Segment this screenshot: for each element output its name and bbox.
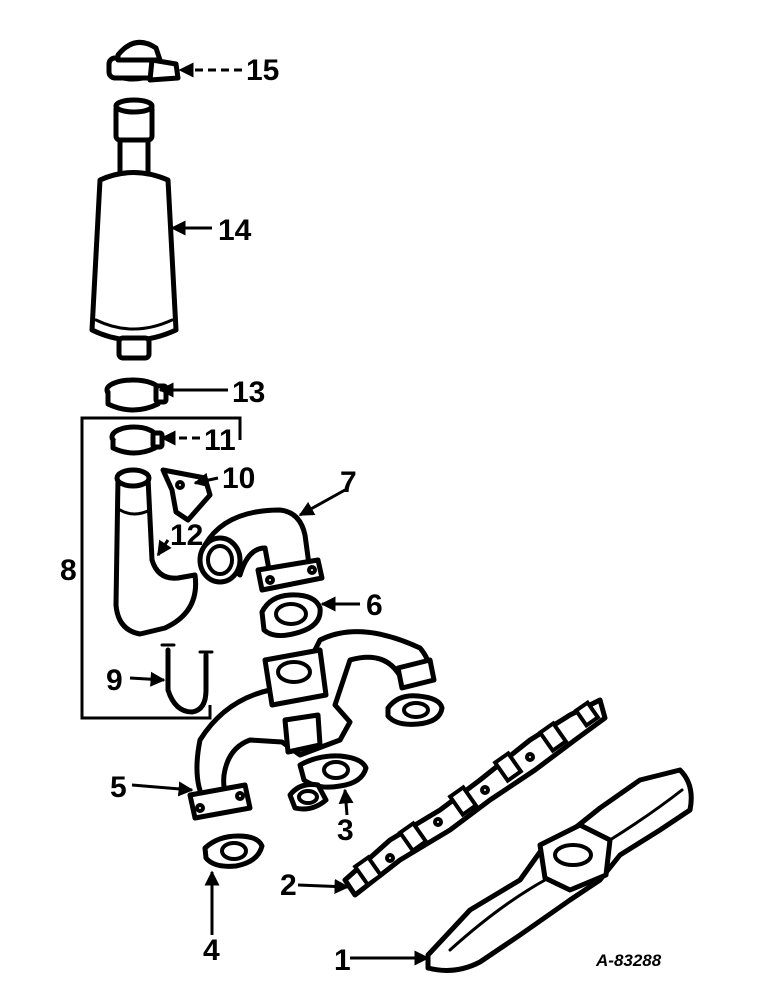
callout-4: 4 [203,934,220,967]
callout-5: 5 [110,771,127,804]
outlet-gasket-part [202,833,265,869]
elbow-part [197,507,325,593]
elbow-gasket-part [259,592,323,638]
manifold-gasket-part [287,753,369,812]
muffler-clamp-part [104,377,169,413]
bracket-part [160,467,213,523]
callout-14: 14 [218,214,252,247]
callout-3: 3 [337,814,354,847]
pipe-clamp-part [109,424,165,456]
intake-manifold-part [425,767,694,973]
group-8-bracket [80,416,242,720]
callout-8: 8 [60,554,77,587]
callout-7: 7 [340,466,357,499]
leader-lines [129,62,430,966]
u-bolt-part [160,643,214,715]
callout-9: 9 [106,664,123,697]
exhaust-pipe-part [113,467,199,637]
manifold-gasket-strip-part [342,697,608,898]
callout-6: 6 [366,589,383,622]
flange-gasket-part [385,693,445,727]
callout-1: 1 [334,944,351,977]
callout-11: 11 [204,424,236,457]
callout-15: 15 [246,54,279,87]
drawing-reference: A-83288 [595,951,662,970]
callout-12: 12 [170,519,203,552]
callout-10: 10 [222,462,255,495]
manifold-part [187,629,437,821]
muffler-part [89,97,179,361]
callout-13: 13 [232,376,265,409]
callout-2: 2 [280,869,297,902]
rain-cap-part [106,39,181,83]
